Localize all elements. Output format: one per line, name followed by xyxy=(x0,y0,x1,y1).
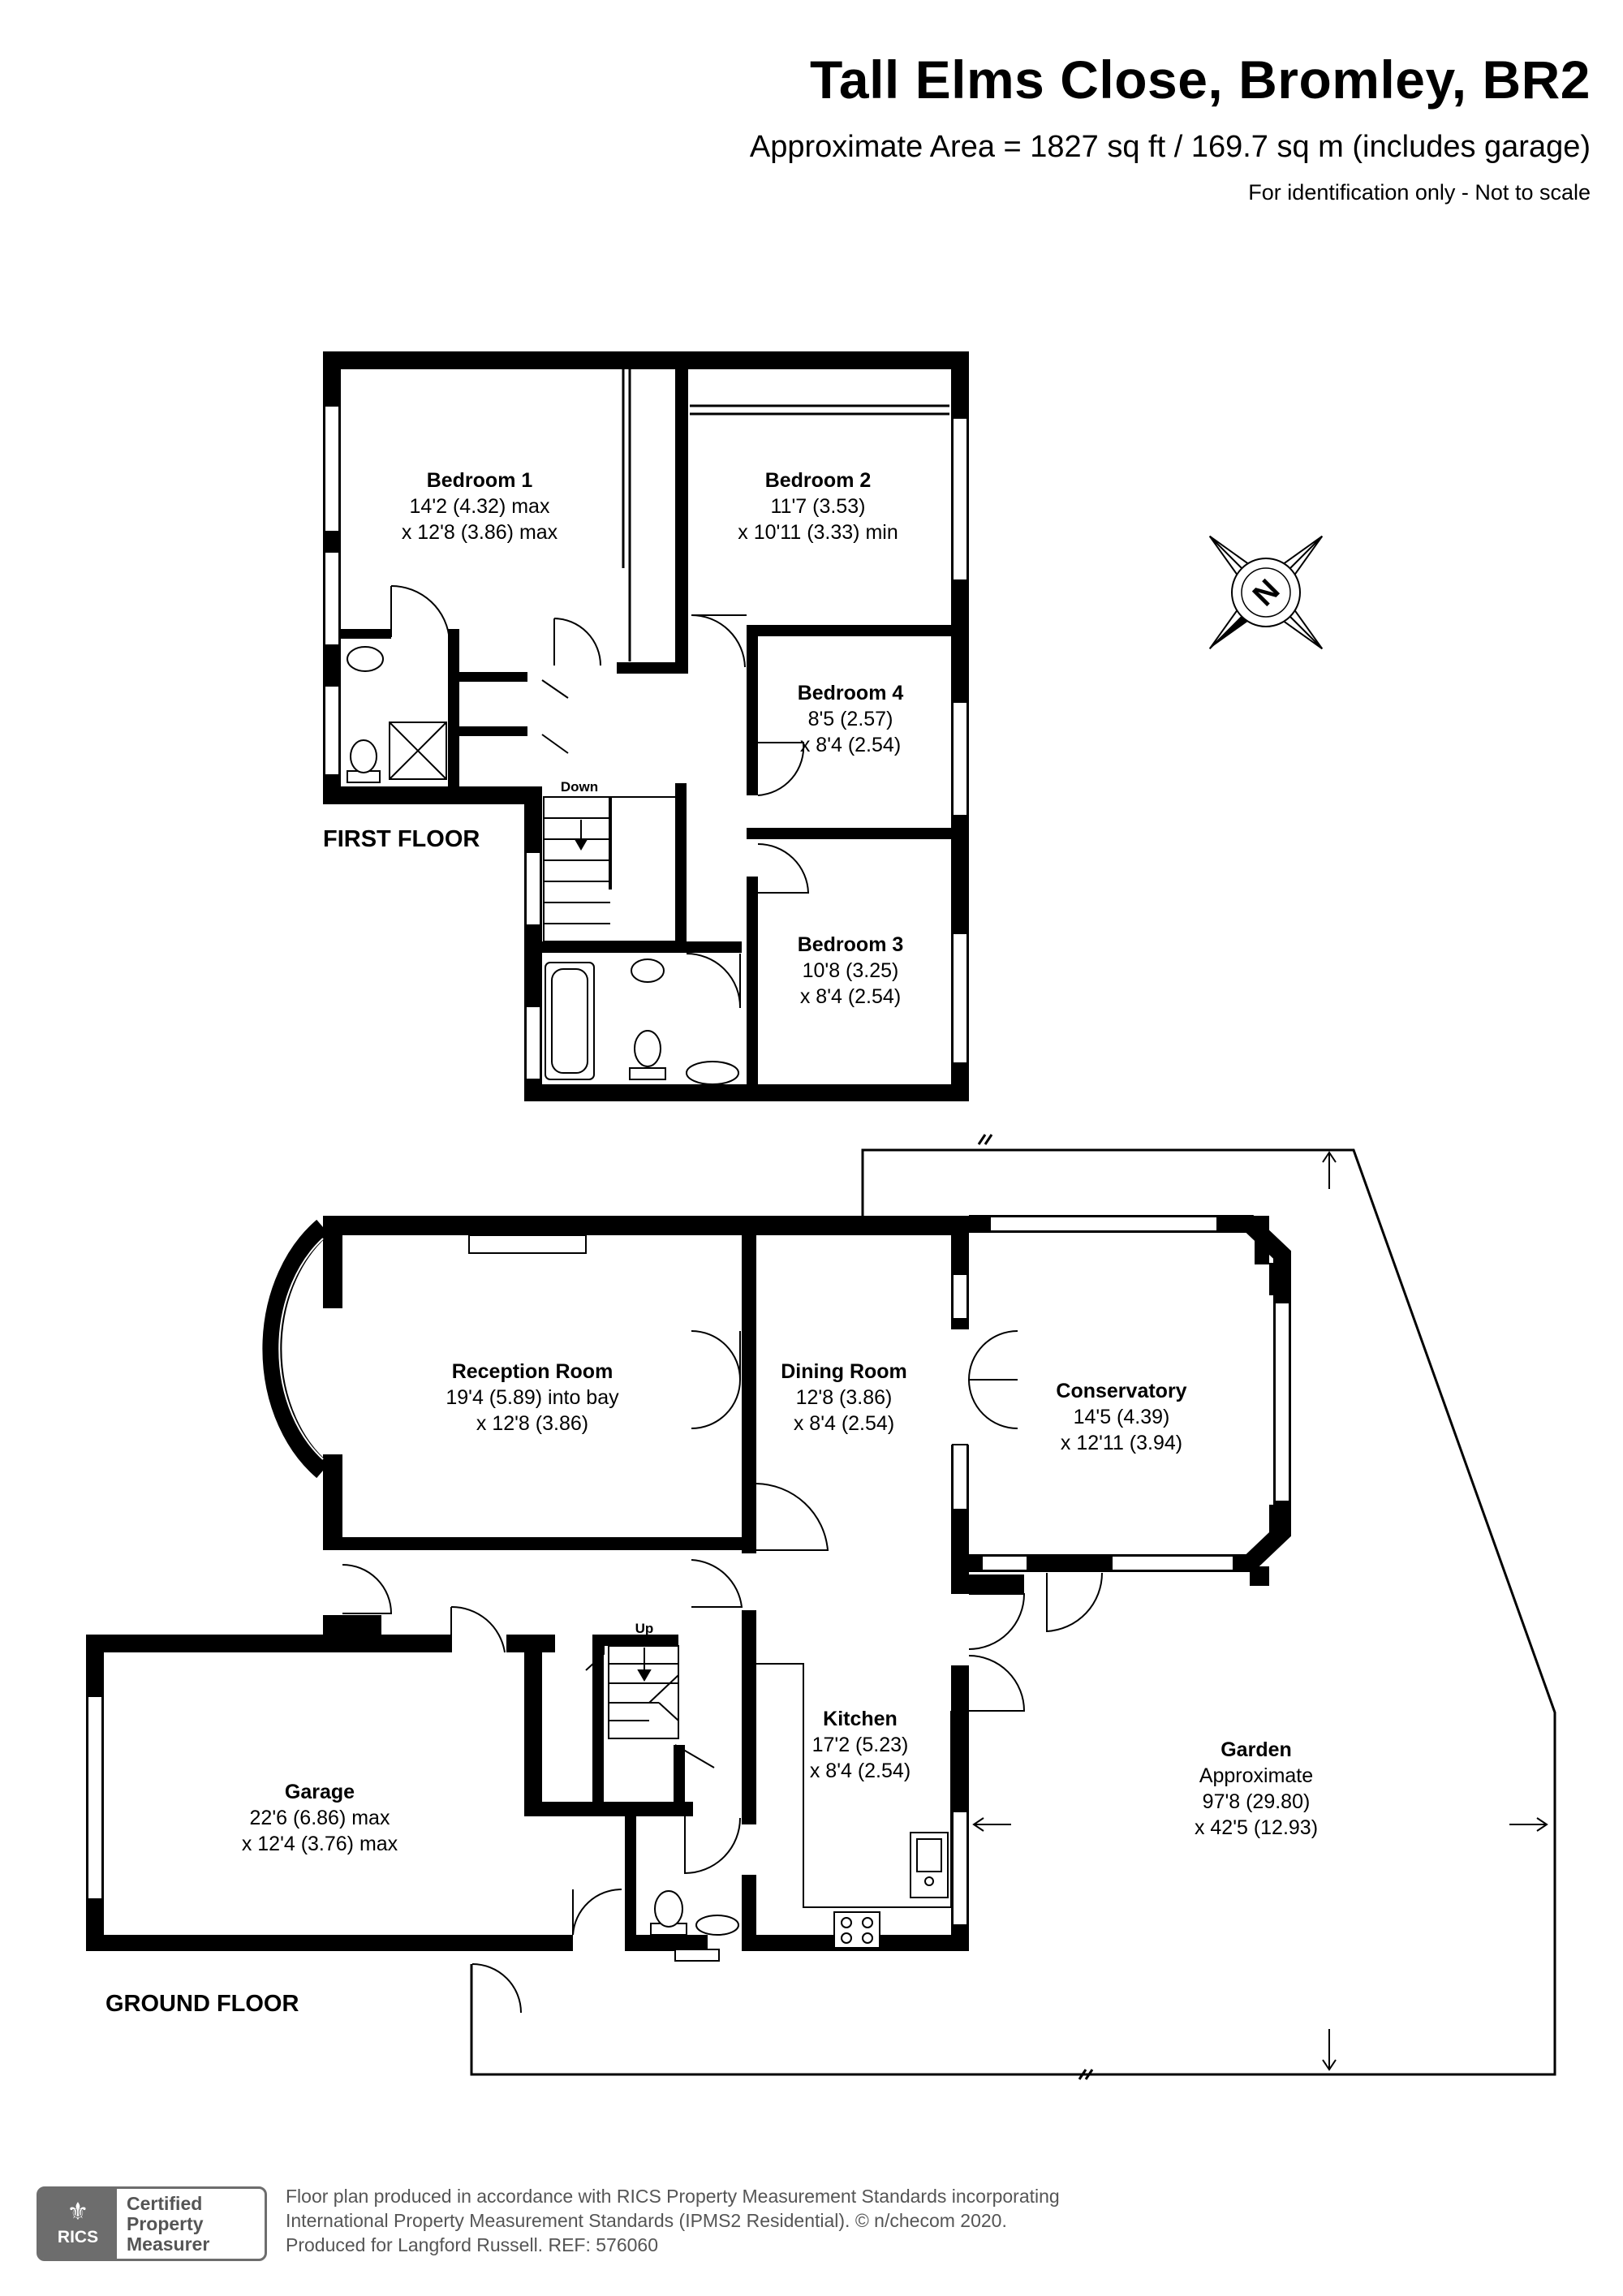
badge-line-2: Property xyxy=(127,2213,204,2234)
ground-floor-doors xyxy=(342,1330,1104,2014)
dining-name: Dining Room xyxy=(781,1360,907,1383)
ground-floor-plan: Reception Room 19'4 (5.89) into bay x 12… xyxy=(86,1134,1556,2080)
bedroom1-dim2: x 12'8 (3.86) max xyxy=(402,521,558,544)
bedroom3-dim1: 10'8 (3.25) xyxy=(803,959,899,982)
kitchen-dim2: x 8'4 (2.54) xyxy=(810,1760,911,1782)
garden-dimension-arrows xyxy=(972,1151,1548,2071)
badge-line-3: Measurer xyxy=(127,2234,210,2255)
kitchen-dim1: 17'2 (5.23) xyxy=(812,1734,909,1756)
garden-dim2: x 42'5 (12.93) xyxy=(1195,1816,1318,1839)
conservatory-dim2: x 12'11 (3.94) xyxy=(1061,1432,1182,1454)
reception-name: Reception Room xyxy=(452,1360,613,1383)
rics-logo-text: RICS xyxy=(57,2228,99,2246)
wardrobes xyxy=(622,369,949,661)
dining-dim1: 12'8 (3.86) xyxy=(796,1386,893,1409)
rics-certified-badge: ⚜ RICS Certified Property Measurer xyxy=(37,2186,267,2261)
compass-rose xyxy=(1208,535,1324,650)
page-title: Tall Elms Close, Bromley, BR2 xyxy=(809,50,1591,110)
disclaimer: For identification only - Not to scale xyxy=(1248,180,1591,205)
conservatory-dim1: 14'5 (4.39) xyxy=(1074,1406,1170,1428)
garage-dim1: 22'6 (6.86) max xyxy=(250,1807,390,1829)
ground-floor-label: GROUND FLOOR xyxy=(105,1991,299,2017)
bedroom2-name: Bedroom 2 xyxy=(765,469,872,492)
bedroom4-dim2: x 8'4 (2.54) xyxy=(800,734,901,756)
stairs-up xyxy=(608,1645,679,1739)
dining-dim2: x 8'4 (2.54) xyxy=(794,1412,894,1435)
badge-line-1: Certified xyxy=(127,2193,203,2214)
garden-boundary xyxy=(470,1134,1556,2080)
bedroom1-name: Bedroom 1 xyxy=(427,469,533,492)
rics-logo-icon: ⚜ xyxy=(67,2199,89,2225)
bedroom3-dim2: x 8'4 (2.54) xyxy=(800,985,901,1008)
conservatory-frame xyxy=(952,1215,1291,1572)
first-floor-doors xyxy=(390,584,810,1009)
garden-dim0: Approximate xyxy=(1199,1764,1313,1787)
bedroom3-name: Bedroom 3 xyxy=(798,933,904,956)
first-floor-windows xyxy=(324,405,968,1080)
first-floor-label: FIRST FLOOR xyxy=(323,826,480,852)
footer-line-1: Floor plan produced in accordance with R… xyxy=(286,2186,1060,2207)
garden-name: Garden xyxy=(1220,1738,1292,1761)
fireplace xyxy=(468,1234,587,1254)
ground-floor-walls xyxy=(86,1216,1285,1951)
conservatory-name: Conservatory xyxy=(1056,1380,1186,1402)
garden-dim1: 97'8 (29.80) xyxy=(1203,1790,1311,1813)
garage-dim2: x 12'4 (3.76) max xyxy=(242,1833,398,1855)
area-subtitle: Approximate Area = 1827 sq ft / 169.7 sq… xyxy=(749,130,1591,164)
ground-floor-wc xyxy=(650,1890,739,1962)
reception-bay-window xyxy=(262,1219,329,1479)
ground-floor-windows xyxy=(87,1695,968,1926)
stairs-up-label: Up xyxy=(635,1621,654,1636)
footer-line-3: Produced for Langford Russell. REF: 5760… xyxy=(286,2234,658,2255)
bedroom4-dim1: 8'5 (2.57) xyxy=(808,708,893,730)
stairs-down xyxy=(543,796,682,942)
bedroom4-name: Bedroom 4 xyxy=(798,682,904,704)
kitchen-name: Kitchen xyxy=(823,1708,898,1730)
bedroom2-dim1: 11'7 (3.53) xyxy=(771,495,866,518)
garage-name: Garage xyxy=(285,1781,355,1803)
first-floor-labels: Bedroom 1 14'2 (4.32) max x 12'8 (3.86) … xyxy=(323,469,903,1008)
reception-dim1: 19'4 (5.89) into bay xyxy=(446,1386,619,1409)
stairs-down-label: Down xyxy=(561,779,598,795)
bedroom2-dim2: x 10'11 (3.33) min xyxy=(738,521,898,544)
footer-line-2: International Property Measurement Stand… xyxy=(286,2210,1007,2231)
bedroom1-dim1: 14'2 (4.32) max xyxy=(410,495,550,518)
reception-dim2: x 12'8 (3.86) xyxy=(476,1412,588,1435)
first-floor-sanitary xyxy=(347,646,739,1085)
kitchen-units xyxy=(756,1663,952,1949)
ground-floor-labels: Reception Room 19'4 (5.89) into bay x 12… xyxy=(105,1360,1318,2017)
first-floor-plan: Bedroom 1 14'2 (4.32) max x 12'8 (3.86) … xyxy=(323,351,969,1101)
